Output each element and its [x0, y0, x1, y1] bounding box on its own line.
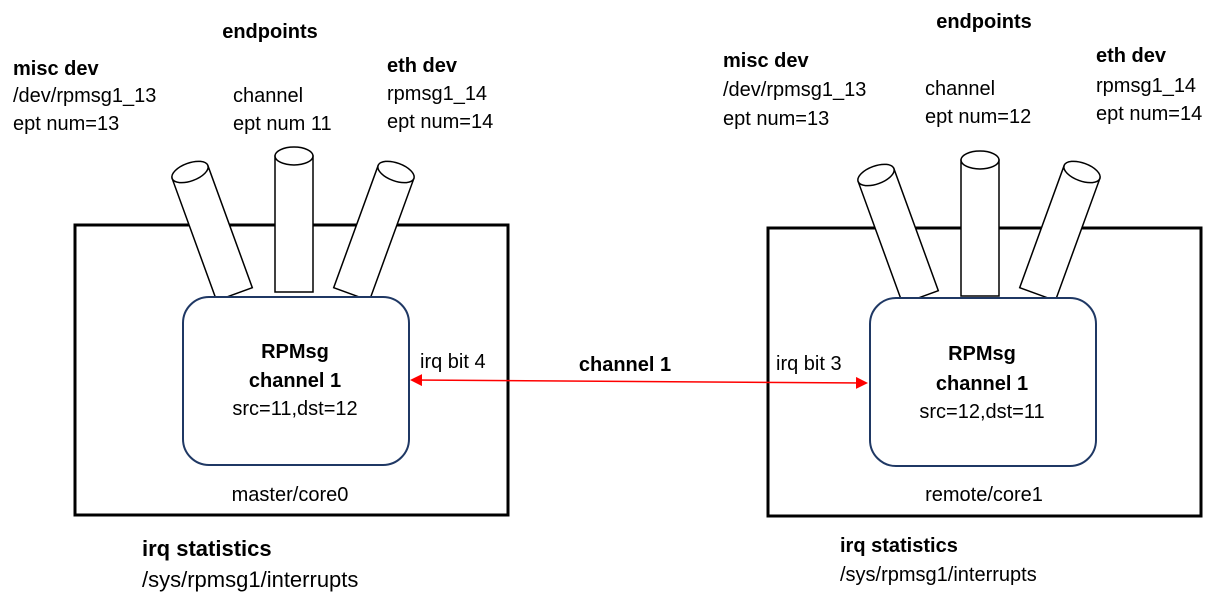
remote-irq-stats-title: irq statistics: [840, 535, 958, 557]
master-rpmsg-channel: channel 1: [249, 370, 341, 392]
master-irq-stats-title: irq statistics: [142, 536, 272, 561]
master-rpmsg-title: RPMsg: [261, 341, 329, 363]
remote-rpmsg-channel-box: [869, 297, 1097, 467]
master-endpoints-title: endpoints: [222, 21, 318, 43]
master-eth-dev-title: eth dev: [387, 55, 458, 77]
remote-rpmsg-title: RPMsg: [948, 343, 1016, 365]
master-rpmsg-addr: src=11,dst=12: [232, 398, 357, 420]
remote-eth-dev-ept: ept num=14: [1096, 103, 1202, 125]
remote-rpmsg-channel: channel 1: [936, 373, 1028, 395]
master-rpmsg-channel-box: [182, 296, 410, 466]
master-channel-ep-title: channel: [233, 85, 303, 107]
master-channel-ep-num: ept num 11: [233, 113, 332, 135]
master-misc-dev-ept: ept num=13: [13, 113, 119, 135]
channel-link-label: channel 1: [579, 354, 671, 376]
remote-eth-dev-name: rpmsg1_14: [1096, 75, 1196, 97]
master-misc-dev-path: /dev/rpmsg1_13: [13, 85, 156, 107]
remote-channel-ep-title: channel: [925, 78, 995, 100]
remote-core-label: remote/core1: [925, 484, 1043, 506]
master-core-label: master/core0: [232, 484, 349, 506]
master-eth-dev-ept: ept num=14: [387, 111, 493, 133]
master-endpoint-eth-cylinder: [332, 160, 415, 302]
remote-channel-ep-num: ept num=12: [925, 106, 1031, 128]
master-eth-dev-name: rpmsg1_14: [387, 83, 487, 105]
remote-eth-dev-title: eth dev: [1096, 45, 1167, 67]
remote-rpmsg-addr: src=12,dst=11: [919, 401, 1044, 423]
master-misc-dev-title: misc dev: [13, 58, 99, 80]
remote-endpoint-eth-cylinder: [1018, 160, 1101, 302]
remote-endpoints-title: endpoints: [936, 11, 1032, 33]
channel-link-arrow: [410, 374, 868, 389]
master-irq-bit: irq bit 4: [420, 351, 486, 373]
remote-endpoint-channel-cylinder: [960, 150, 1000, 297]
remote-endpoint-misc-cylinder: [857, 163, 940, 305]
master-endpoint-channel-cylinder: [274, 146, 314, 293]
remote-misc-dev-title: misc dev: [723, 50, 809, 72]
remote-irq-stats-path: /sys/rpmsg1/interrupts: [840, 564, 1037, 586]
master-endpoint-misc-cylinder: [171, 160, 254, 302]
remote-irq-bit: irq bit 3: [776, 353, 842, 375]
remote-misc-dev-ept: ept num=13: [723, 108, 829, 130]
master-irq-stats-path: /sys/rpmsg1/interrupts: [142, 567, 358, 592]
remote-misc-dev-path: /dev/rpmsg1_13: [723, 79, 866, 101]
